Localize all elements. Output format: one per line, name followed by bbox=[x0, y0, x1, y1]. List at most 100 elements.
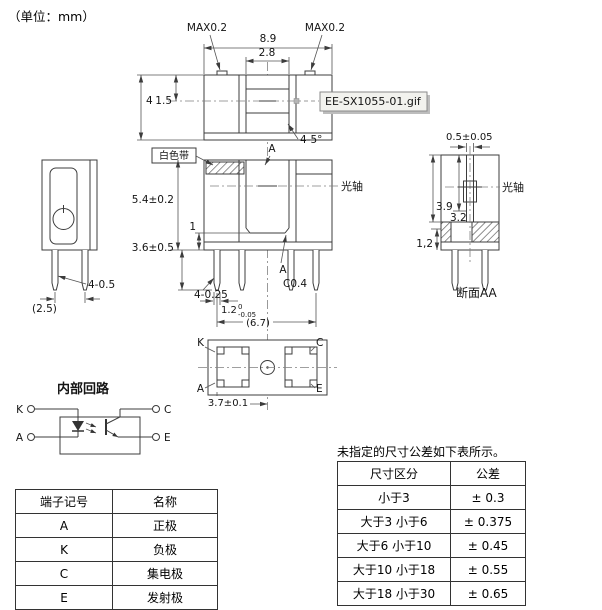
col-header-tolerance: 公差 bbox=[450, 461, 526, 486]
callout-box bbox=[319, 91, 428, 112]
cell-range: 小于3 bbox=[337, 485, 451, 510]
white-band-label: 白色带 bbox=[159, 149, 189, 162]
col-header-symbol: 端子记号 bbox=[15, 489, 113, 514]
lead-pin bbox=[312, 250, 320, 291]
dim-lead: 4-0.5 bbox=[88, 279, 115, 291]
lead-width-tol-upper: 0 bbox=[238, 303, 242, 311]
terminal-c-label: C bbox=[164, 404, 171, 416]
dim-leads: 4-0.25 bbox=[194, 289, 228, 301]
circuit-title: 内部回路 bbox=[57, 381, 110, 397]
pin-pad bbox=[216, 346, 225, 355]
led-symbol bbox=[72, 409, 97, 437]
white-band-label-box bbox=[151, 147, 197, 164]
cell-range: 大于6 小于10 bbox=[337, 533, 451, 558]
callout-filename: EE-SX1055-01.gif bbox=[325, 95, 422, 108]
table-row: 大于3 小于6 ± 0.375 bbox=[337, 509, 526, 534]
lead-pin bbox=[238, 250, 246, 291]
lead-pin bbox=[81, 250, 89, 291]
section-view: 0.5±0.05 光轴 3.9 3.2 1,2 断面AA bbox=[416, 132, 524, 300]
cell-range: 大于10 小于18 bbox=[337, 557, 451, 582]
pin-pad bbox=[216, 379, 225, 388]
front-view: 白色带 光轴 5.4±0.2 1 3.6±0.5 A A C0.4 4-0.25 bbox=[132, 143, 363, 329]
dim-outer-pitch: (6.7) bbox=[246, 318, 270, 329]
col-header-name: 名称 bbox=[112, 489, 218, 514]
circuit-diagram: 内部回路 K C A E bbox=[16, 381, 171, 455]
pin-pad bbox=[241, 346, 250, 355]
table-row: 大于10 小于18 ± 0.55 bbox=[337, 557, 526, 582]
tolerance-table: 尺寸区分 公差 小于3 ± 0.3 大于3 小于6 ± 0.375 大于6 小于… bbox=[337, 461, 526, 606]
dim-slot-to-bottom: 1 bbox=[189, 221, 196, 233]
pin-pad bbox=[284, 346, 293, 355]
table-row: K 负极 bbox=[15, 537, 218, 562]
lead-pin bbox=[213, 250, 221, 291]
callout-handle bbox=[293, 98, 300, 104]
cell-symbol: K bbox=[15, 537, 113, 562]
table-row: E 发射极 bbox=[15, 585, 218, 610]
top-view-body bbox=[203, 74, 333, 141]
table-row: 小于3 ± 0.3 bbox=[337, 485, 526, 510]
pin-pad bbox=[284, 379, 293, 388]
terminal-e-label: E bbox=[164, 432, 171, 444]
dim-bottom: 1,2 bbox=[416, 238, 433, 250]
top-view: MAX0.2 MAX0.2 8.9 2.8 4 1.5 EE-SX1055-01… bbox=[137, 22, 430, 146]
dim-depth: 4 bbox=[146, 95, 153, 107]
pin-label-c: C bbox=[316, 337, 323, 349]
dim-lead-length: 3.6±0.5 bbox=[132, 242, 174, 254]
section-mark-bottom: A bbox=[279, 264, 287, 276]
lead-pin bbox=[287, 250, 295, 291]
pin-pad bbox=[309, 346, 318, 355]
table-row: C 集电极 bbox=[15, 561, 218, 586]
front-view-body bbox=[203, 159, 333, 251]
section-caption: 断面AA bbox=[456, 285, 498, 300]
cell-name: 发射极 bbox=[112, 585, 218, 610]
terminal-c bbox=[152, 405, 160, 413]
tolerance-note: 未指定的尺寸公差如下表所示。 bbox=[337, 445, 506, 459]
dim-lead-width: 1.2 bbox=[221, 305, 237, 316]
cell-symbol: A bbox=[15, 513, 113, 538]
pin-label-e: E bbox=[316, 383, 323, 395]
table-row: 大于6 小于10 ± 0.45 bbox=[337, 533, 526, 558]
cell-name: 负极 bbox=[112, 537, 218, 562]
side-view-body bbox=[41, 159, 98, 251]
cell-range: 大于18 小于30 bbox=[337, 581, 451, 606]
dim-overall-width: 8.9 bbox=[260, 33, 277, 45]
pin-pad bbox=[241, 379, 250, 388]
cell-tolerance: ± 0.45 bbox=[450, 533, 526, 558]
terminal-e bbox=[152, 433, 160, 441]
pin-label-a: A bbox=[197, 383, 205, 395]
dim-height: 5.4±0.2 bbox=[132, 194, 174, 206]
terminal-table: 端子记号 名称 A 正极 K 负极 C 集电极 E 发射极 bbox=[15, 489, 218, 610]
max-left-label: MAX0.2 bbox=[187, 22, 227, 34]
terminal-k-label: K bbox=[16, 404, 24, 416]
cell-tolerance: ± 0.55 bbox=[450, 557, 526, 582]
circuit-box bbox=[59, 416, 141, 455]
optical-axis-label: 光轴 bbox=[341, 179, 363, 193]
unit-note: （单位：mm） bbox=[8, 9, 95, 24]
lead-pin bbox=[451, 250, 459, 291]
pin-label-k: K bbox=[197, 337, 205, 349]
cell-symbol: E bbox=[15, 585, 113, 610]
terminal-a bbox=[27, 433, 35, 441]
section-hatch-right bbox=[471, 221, 500, 243]
table-row: A 正极 bbox=[15, 513, 218, 538]
col-header-range: 尺寸区分 bbox=[337, 461, 451, 486]
dim-depth-2: 3.2 bbox=[450, 212, 467, 224]
lead-pin bbox=[51, 250, 59, 291]
bottom-view: K C A E 3.7±0.1 bbox=[197, 337, 337, 409]
white-band-hatch bbox=[205, 161, 245, 175]
dim-depth-1: 3.9 bbox=[436, 201, 453, 213]
table-header-row: 尺寸区分 公差 bbox=[337, 461, 526, 486]
dim-slot-width: 2.8 bbox=[259, 47, 276, 59]
chamfer-label: C0.4 bbox=[283, 278, 307, 290]
max-right-label: MAX0.2 bbox=[305, 22, 345, 34]
table-header-row: 端子记号 名称 bbox=[15, 489, 218, 514]
lead-pin bbox=[481, 250, 489, 291]
dim-pitch: (2.5) bbox=[32, 303, 57, 315]
dim-center-offset: 3.7±0.1 bbox=[208, 398, 248, 409]
dim-slot: 0.5±0.05 bbox=[446, 132, 493, 143]
optical-axis-label: 光轴 bbox=[502, 180, 524, 194]
section-hatch-left bbox=[440, 221, 452, 243]
slot-draft-angle: 4-5° bbox=[300, 134, 322, 146]
cell-range: 大于3 小于6 bbox=[337, 509, 451, 534]
